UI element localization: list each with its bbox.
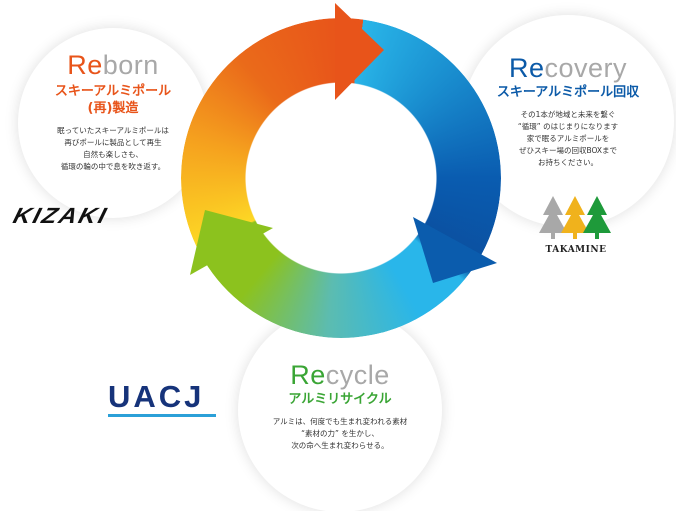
recycle-circle: Recycle アルミリサイクル アルミは、何度でも生まれ変われる素材 “素材の力…	[238, 308, 442, 511]
body-line: アルミは、何度でも生まれ変われる素材	[272, 417, 408, 426]
takamine-logo-text: TAKAMINE	[545, 245, 607, 255]
tree-gray-icon	[539, 196, 567, 239]
reborn-circle: Reborn スキーアルミポール (再)製造 眠っていたスキーアルミポールは再びポ…	[18, 28, 208, 218]
reborn-body: 眠っていたスキーアルミポールは再びポールに製品として再生自然も楽しさも、循環の輪…	[18, 125, 208, 173]
recovery-body: その1本が地域と未来を繋ぐ “循環” のはじまりになります家で眠るアルミポールをぜ…	[462, 109, 674, 169]
body-line: 自然も楽しさも、	[83, 150, 143, 159]
takamine-logo: TAKAMINE	[535, 193, 617, 255]
body-line: 次の命へ生まれ変わらせる。	[291, 441, 389, 450]
title-prefix: Re	[67, 50, 103, 80]
tree-green-icon	[583, 196, 611, 239]
body-line: お持ちください。	[538, 158, 598, 167]
title-rest: born	[102, 50, 159, 80]
body-line: 再びポールに製品として再生	[64, 138, 162, 147]
body-line: 循環の輪の中で息を吹き返す。	[60, 162, 166, 171]
title-prefix: Re	[290, 360, 326, 390]
uacj-logo-text: UACJ	[108, 379, 205, 414]
recovery-title: Recovery	[462, 53, 674, 84]
uacj-logo: UACJ	[108, 379, 216, 417]
uacj-underline	[108, 414, 216, 417]
subtitle-line: スキーアルミポール	[54, 84, 172, 99]
subtitle-line: (再)製造	[87, 101, 139, 116]
title-prefix: Re	[508, 53, 545, 83]
body-line: “循環” のはじまりになります	[517, 122, 619, 131]
tree-icons	[539, 196, 611, 239]
body-line: 家で眠るアルミポールを	[526, 134, 610, 143]
recovery-subtitle: スキーアルミポール回収	[496, 85, 640, 100]
arrowhead-green-icon	[190, 210, 273, 275]
title-rest: covery	[544, 53, 628, 83]
recycle-title: Recycle	[238, 360, 442, 391]
title-rest: cycle	[325, 360, 390, 390]
body-line: “素材の力” を生かし、	[301, 429, 379, 438]
arrowhead-blue-icon	[413, 217, 497, 283]
recycle-body: アルミは、何度でも生まれ変われる素材 “素材の力” を生かし、次の命へ生まれ変わら…	[238, 416, 442, 452]
tree-yellow-icon	[561, 196, 589, 239]
reborn-title: Reborn	[18, 50, 208, 81]
recycle-subtitle: アルミリサイクル	[288, 392, 392, 407]
reborn-subtitle: スキーアルミポール (再)製造	[18, 83, 208, 117]
body-line: 眠っていたスキーアルミポールは	[57, 126, 169, 135]
body-line: ぜひスキー場の回収BOXまで	[518, 146, 618, 155]
arrowhead-orange-icon	[335, 3, 384, 100]
body-line: その1本が地域と未来を繋ぐ	[520, 110, 616, 119]
kizaki-logo: KIZAKI	[10, 203, 112, 228]
